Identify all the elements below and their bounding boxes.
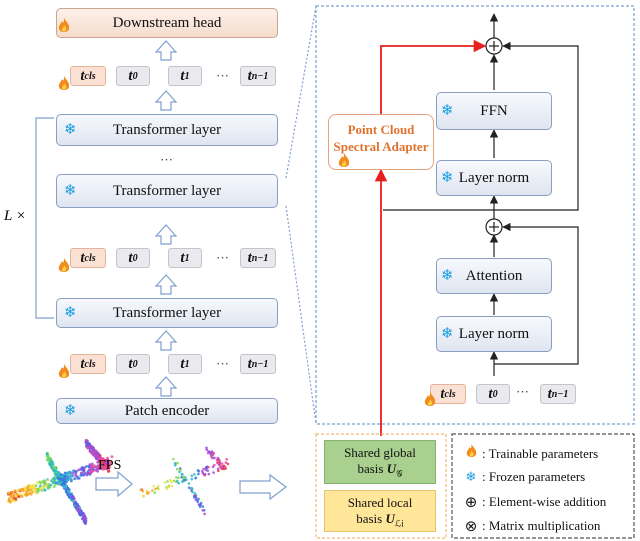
up-arrow-2 [154,90,178,111]
ffn-block: FFN [436,92,552,130]
snowflake-icon: ❄ [441,324,454,342]
times-circle-icon: ⊗ [464,517,478,535]
flame-icon [58,18,70,32]
snowflake-icon: ❄ [64,120,77,138]
up-arrow-5 [154,330,178,351]
legend-frame [451,433,635,539]
token-ellipsis: ··· [216,68,229,83]
up-arrow-3 [154,224,178,245]
legend-trainable: : Trainable parameters [462,444,598,463]
point-cloud-image [6,439,114,525]
flame-icon [338,153,350,167]
to-bases-arrow [239,473,287,501]
token-ellipsis: ··· [216,250,229,265]
fps-arrow [95,470,133,498]
plus-circle-icon: ⊕ [464,493,478,511]
up-arrow-4 [154,274,178,295]
token-ellipsis: ··· [516,384,529,399]
bases-frame [315,433,447,539]
up-arrow-1 [154,40,178,61]
layer-norm-block-bottom: Layer norm [436,316,552,352]
transformer-layer-1: Transformer layer [56,114,278,146]
shared-local-basis: Shared local basis Uℒi [324,490,436,532]
token-ellipsis: ··· [216,356,229,371]
patch-encoder-block: Patch encoder [56,398,278,424]
repeat-bracket [35,117,54,319]
snowflake-icon: ❄ [64,303,77,321]
snowflake-icon: ❄ [441,168,454,186]
transformer-layer-3: Transformer layer [56,298,278,328]
transformer-layer-2: Transformer layer [56,174,278,208]
shared-global-basis: Shared global basis U𝒢 [324,440,436,484]
downstream-head-block: Downstream head [56,8,278,38]
legend-add: ⊕ : Element-wise addition [462,493,607,511]
downstream-head-label: Downstream head [112,14,222,31]
snowflake-icon: ❄ [465,469,477,485]
detail-panel-frame [315,5,635,425]
legend-frozen: ❄ : Frozen parameters [462,469,586,485]
legend-mult: ⊗ : Matrix multiplication [462,517,601,535]
flame-icon [424,392,436,406]
layer-norm-block-top: Layer norm [436,160,552,196]
snowflake-icon: ❄ [64,401,77,419]
flame-icon [58,258,70,272]
layer-ellipsis: ··· [160,152,173,167]
fps-label: FPS [98,458,122,473]
flame-icon [466,444,476,457]
flame-icon [58,76,70,90]
repeat-label: L × [4,208,26,224]
snowflake-icon: ❄ [441,101,454,119]
up-arrow-6 [154,376,178,397]
flame-icon [58,364,70,378]
attention-block: Attention [436,258,552,294]
sampled-points-image [139,446,230,516]
snowflake-icon: ❄ [64,181,77,199]
snowflake-icon: ❄ [441,266,454,284]
